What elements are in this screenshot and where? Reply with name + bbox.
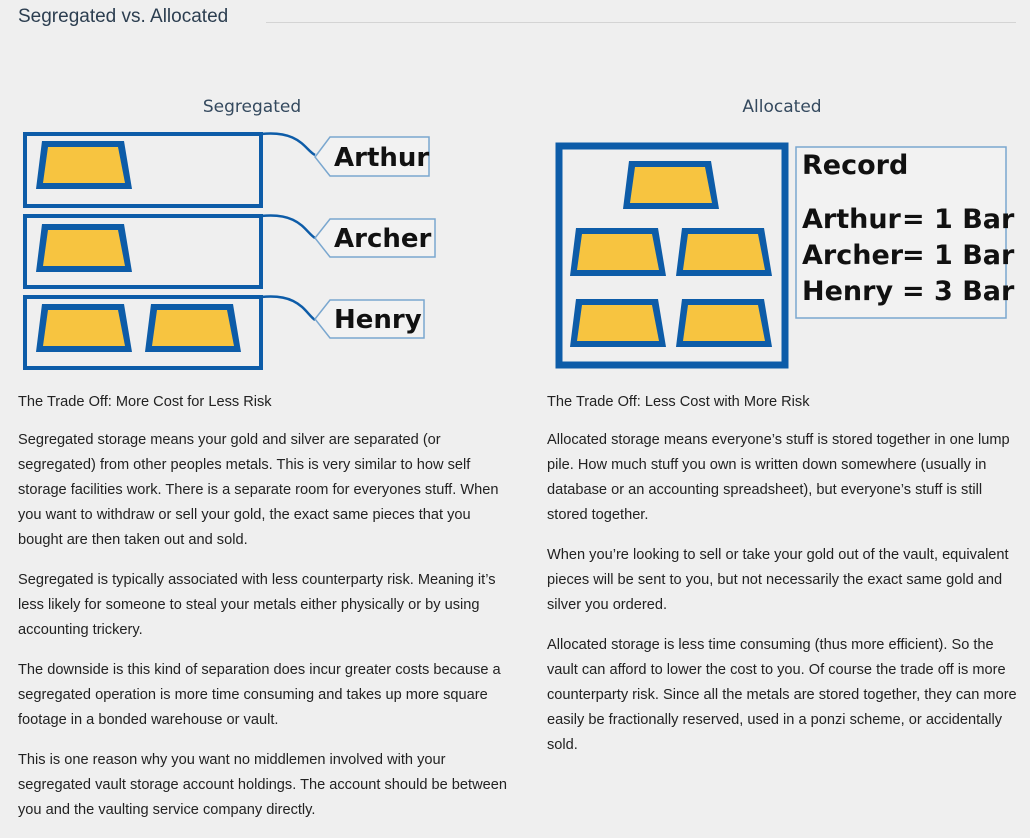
segregated-subtitle: The Trade Off: More Cost for Less Risk bbox=[18, 394, 272, 410]
record-value: = 1 Bar bbox=[902, 240, 1015, 271]
record-value: = 1 Bar bbox=[902, 204, 1015, 235]
segregated-diagram-title: Segregated bbox=[203, 97, 301, 117]
gold-bar-icon bbox=[676, 299, 772, 347]
section-title: Segregated vs. Allocated bbox=[18, 6, 229, 27]
paragraph: This is one reason why you want no middl… bbox=[18, 752, 507, 818]
record-value: = 3 Bar bbox=[902, 276, 1015, 307]
owner-tag: Henry bbox=[334, 305, 422, 335]
gold-bar-icon bbox=[623, 161, 719, 209]
title-divider bbox=[266, 22, 1016, 23]
segregated-column: The Trade Off: More Cost for Less Risk S… bbox=[18, 390, 513, 838]
owner-tag: Archer bbox=[334, 224, 432, 254]
paragraph: Segregated is typically associated with … bbox=[18, 572, 496, 638]
gold-bar-icon bbox=[570, 228, 666, 276]
record-name: Archer bbox=[802, 240, 904, 271]
segregated-vault-henry: Henry bbox=[23, 295, 425, 370]
paragraph: Allocated storage means everyone’s stuff… bbox=[547, 432, 1010, 523]
segregated-vault-archer: Archer bbox=[23, 214, 436, 289]
segregated-vault-arthur: Arthur bbox=[23, 132, 430, 208]
gold-bar-icon bbox=[570, 299, 666, 347]
gold-bar-icon bbox=[676, 228, 772, 276]
record-name: Arthur bbox=[802, 204, 902, 235]
paragraph: Segregated storage means your gold and s… bbox=[18, 432, 499, 548]
record-name: Henry bbox=[802, 276, 893, 307]
storage-diagram: Segregated Arthur Archer Henry Allocated… bbox=[23, 97, 1015, 370]
paragraph: When you’re looking to sell or take your… bbox=[547, 547, 1009, 613]
gold-bar-icon bbox=[36, 224, 132, 272]
record-box: Record Arthur = 1 Bar Archer = 1 Bar Hen… bbox=[795, 146, 1015, 319]
allocated-vault bbox=[555, 142, 789, 369]
paragraph: The downside is this kind of separation … bbox=[18, 662, 501, 728]
record-heading: Record bbox=[802, 150, 908, 181]
gold-bar-icon bbox=[36, 141, 132, 189]
owner-tag: Arthur bbox=[334, 143, 429, 173]
paragraph: Allocated storage is less time consuming… bbox=[547, 637, 1017, 753]
allocated-diagram-title: Allocated bbox=[742, 97, 821, 117]
allocated-subtitle: The Trade Off: Less Cost with More Risk bbox=[547, 394, 810, 410]
gold-bar-icon bbox=[145, 304, 241, 352]
gold-bar-icon bbox=[36, 304, 132, 352]
allocated-column: The Trade Off: Less Cost with More Risk … bbox=[547, 390, 1022, 773]
